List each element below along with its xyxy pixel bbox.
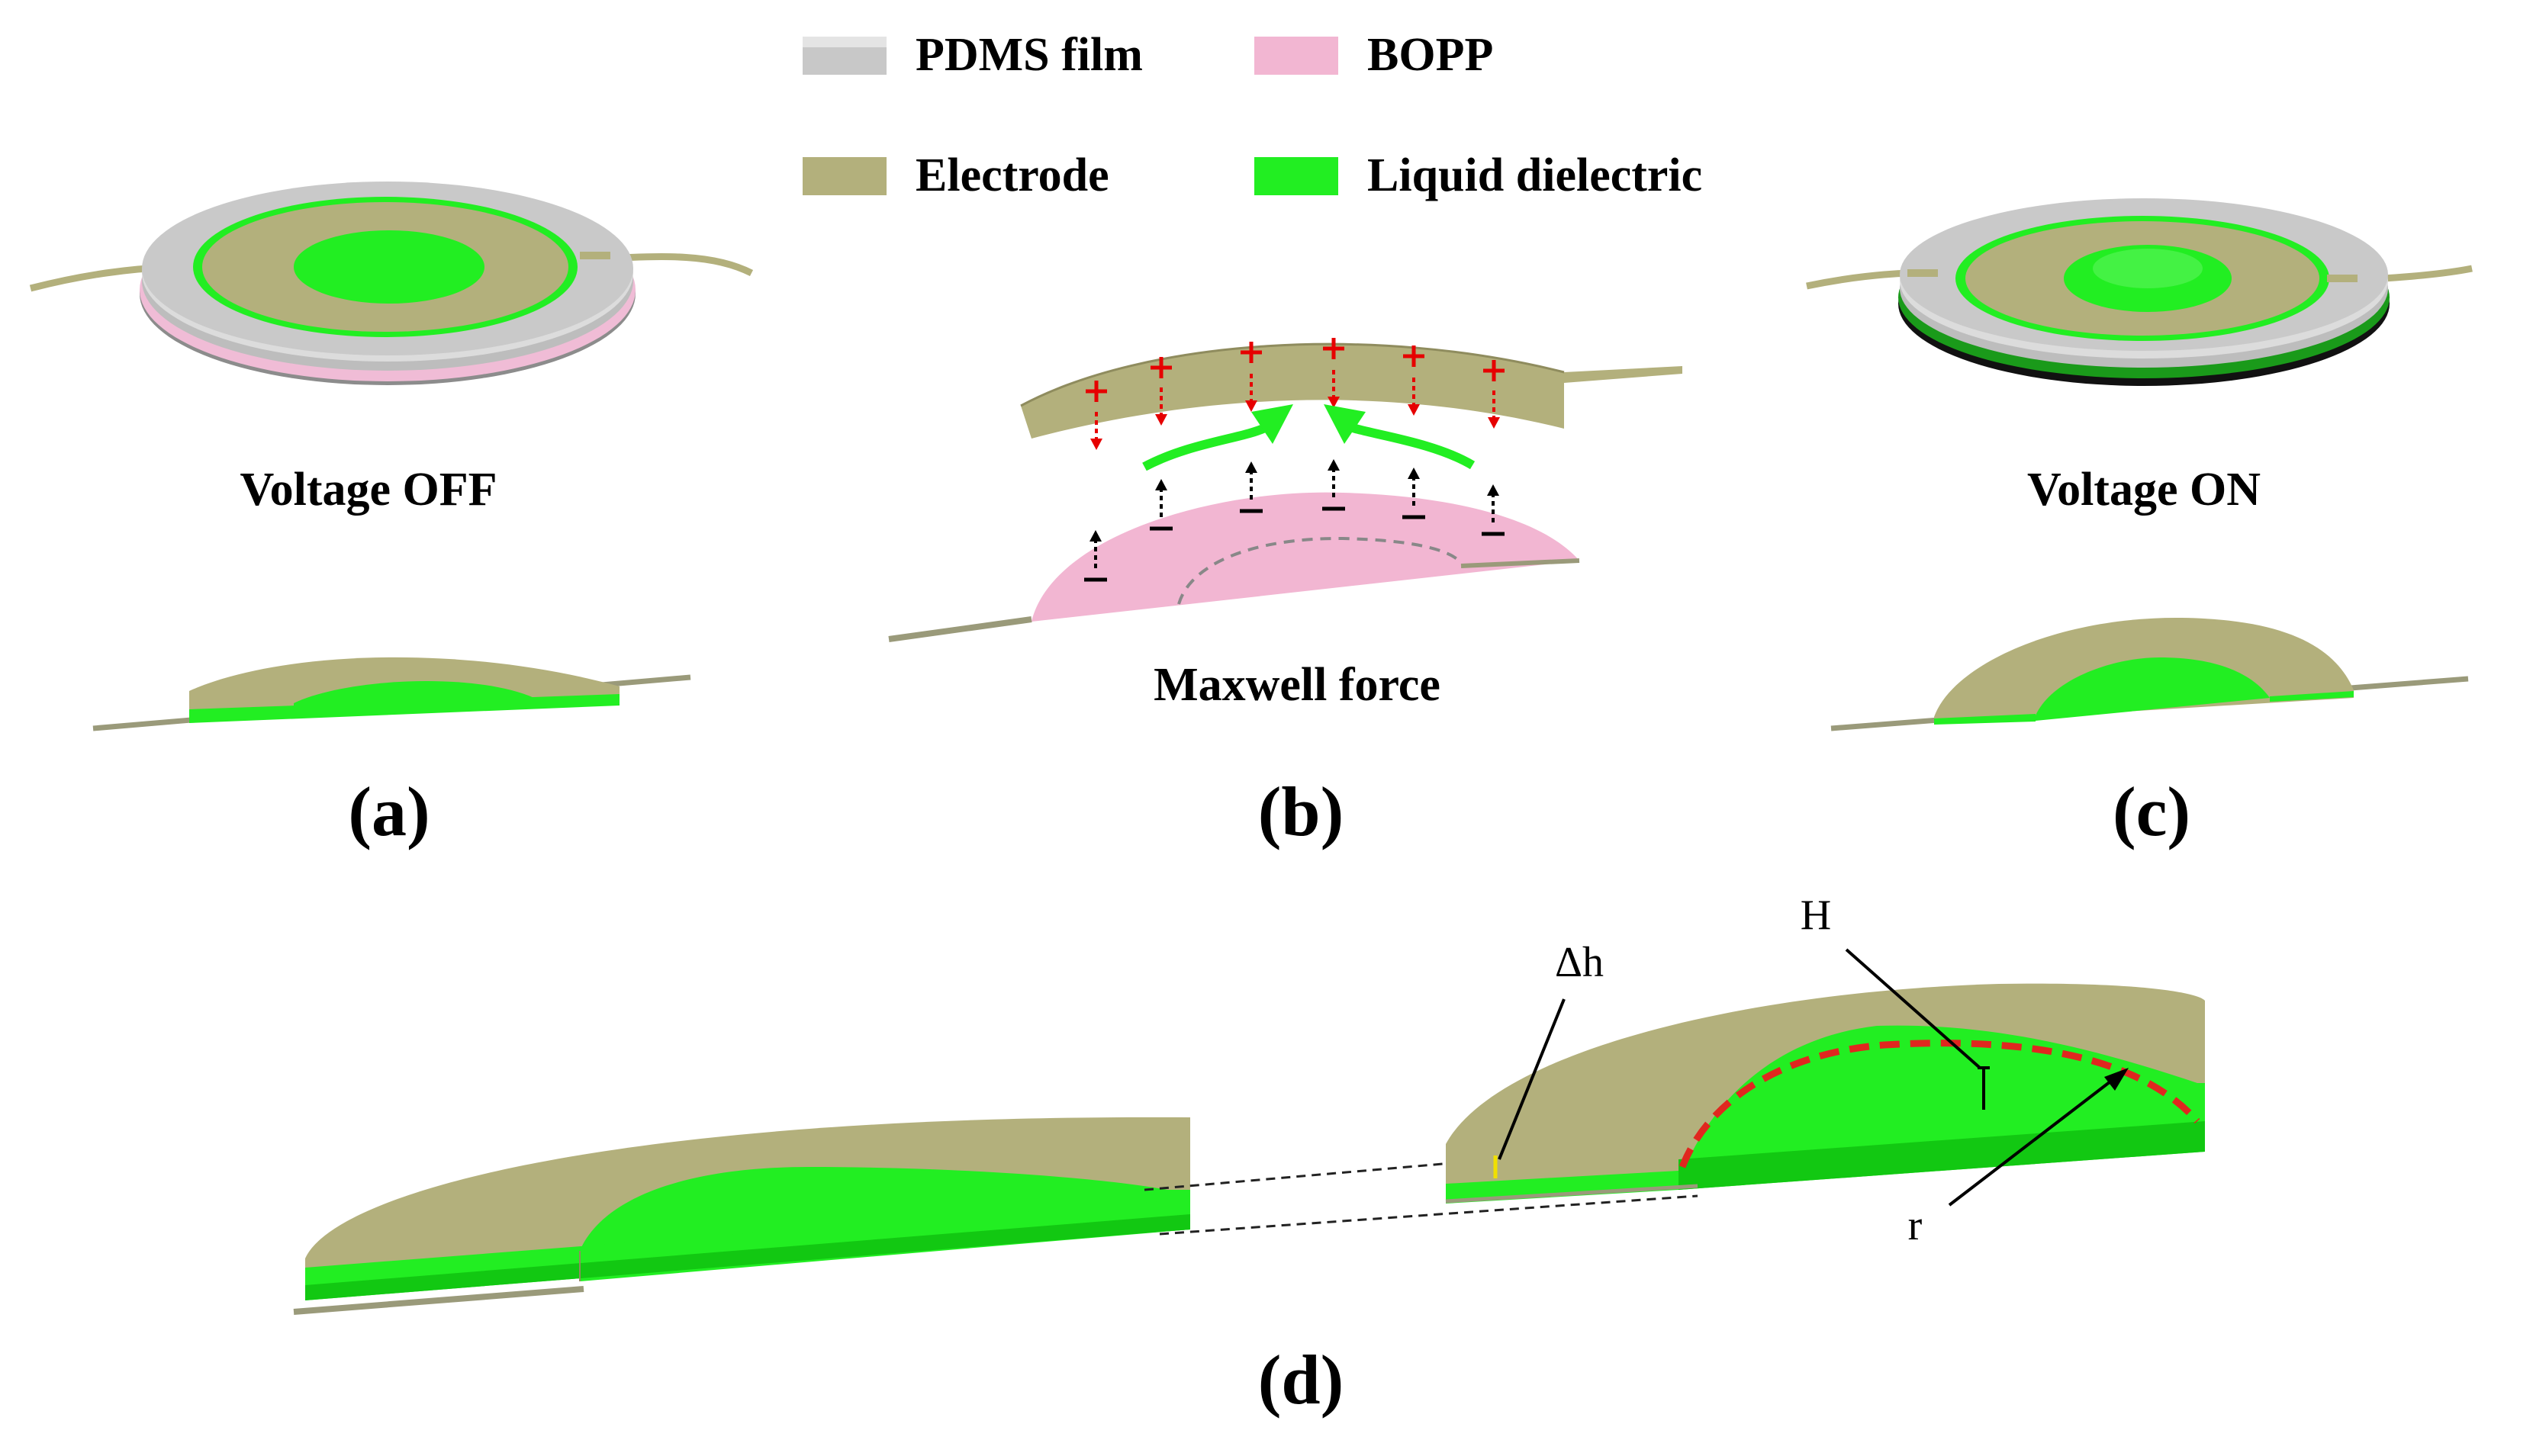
- minus-charge: [1084, 530, 1107, 582]
- wire-b: [888, 616, 1032, 642]
- legend-swatch-liquid: [1254, 157, 1338, 195]
- minus-charge: [1402, 468, 1425, 519]
- liquid-center-a: [294, 230, 484, 304]
- panel-a: Voltage OFF (a): [29, 182, 754, 850]
- liquid-flow-arrows: [1142, 404, 1476, 471]
- liquid-cap-a: [294, 680, 534, 709]
- cross-section-a: [92, 657, 691, 731]
- panel-d: Δh H r (d): [293, 892, 2205, 1419]
- plus-charge: [1086, 381, 1107, 450]
- legend-swatch-electrode: [803, 157, 887, 195]
- wire-d-left: [293, 1286, 584, 1315]
- legend-label-pdms: PDMS film: [916, 29, 1143, 81]
- plus-charge: [1241, 342, 1262, 412]
- plus-charges: [1086, 338, 1505, 450]
- panel-c: Voltage ON (c): [1806, 198, 2473, 850]
- leader-delta-h: [1498, 998, 1566, 1160]
- legend-label-bopp: BOPP: [1367, 29, 1493, 81]
- bopp-arc-b: [1032, 492, 1579, 622]
- letter-d: (d): [1258, 1341, 1344, 1419]
- plus-charge: [1483, 360, 1505, 429]
- flow-arrow-left: [1142, 423, 1269, 471]
- panel-b: Maxwell force (b): [888, 338, 1682, 850]
- connector-top: [1144, 1097, 2198, 1191]
- legend-label-liquid: Liquid dielectric: [1367, 149, 1702, 201]
- leader-r: [1948, 1078, 2115, 1207]
- plus-charge: [1323, 338, 1344, 408]
- red-dashed-arc: [1678, 1040, 2200, 1168]
- flow-arrow-right: [1349, 423, 1476, 470]
- cross-section-d-off: [293, 1117, 1190, 1315]
- plus-charge: [1403, 346, 1424, 416]
- minus-charge: [1322, 459, 1345, 511]
- caption-b: Maxwell force: [1154, 659, 1440, 711]
- letter-c: (c): [2113, 773, 2190, 850]
- minus-charge: [1482, 484, 1505, 536]
- caption-c: Voltage ON: [2027, 464, 2261, 516]
- cross-section-c: [1830, 617, 2469, 731]
- letter-b: (b): [1258, 773, 1344, 850]
- connector-bottom: [1159, 1194, 1698, 1236]
- letter-a: (a): [348, 773, 430, 850]
- minus-charge: [1150, 479, 1173, 531]
- legend-label-electrode: Electrode: [916, 149, 1109, 201]
- minus-charges: [1084, 459, 1505, 582]
- electrode-arc-b: [1021, 344, 1682, 439]
- cross-section-d-on: [1445, 948, 2205, 1207]
- minus-charge: [1240, 461, 1263, 513]
- leader-H: [1845, 948, 1981, 1069]
- bopp-dashed-inner: [1177, 536, 1463, 605]
- label-delta-h: Δh: [1555, 939, 1604, 986]
- legend-swatch-bopp: [1254, 37, 1338, 75]
- label-r: r: [1908, 1202, 1923, 1249]
- legend: PDMS film BOPP Electrode Liquid dielectr…: [803, 29, 1702, 201]
- plus-charge: [1151, 357, 1172, 426]
- caption-a: Voltage OFF: [240, 464, 497, 516]
- liquid-cap-c: [2036, 657, 2270, 721]
- label-H: H: [1801, 892, 1831, 939]
